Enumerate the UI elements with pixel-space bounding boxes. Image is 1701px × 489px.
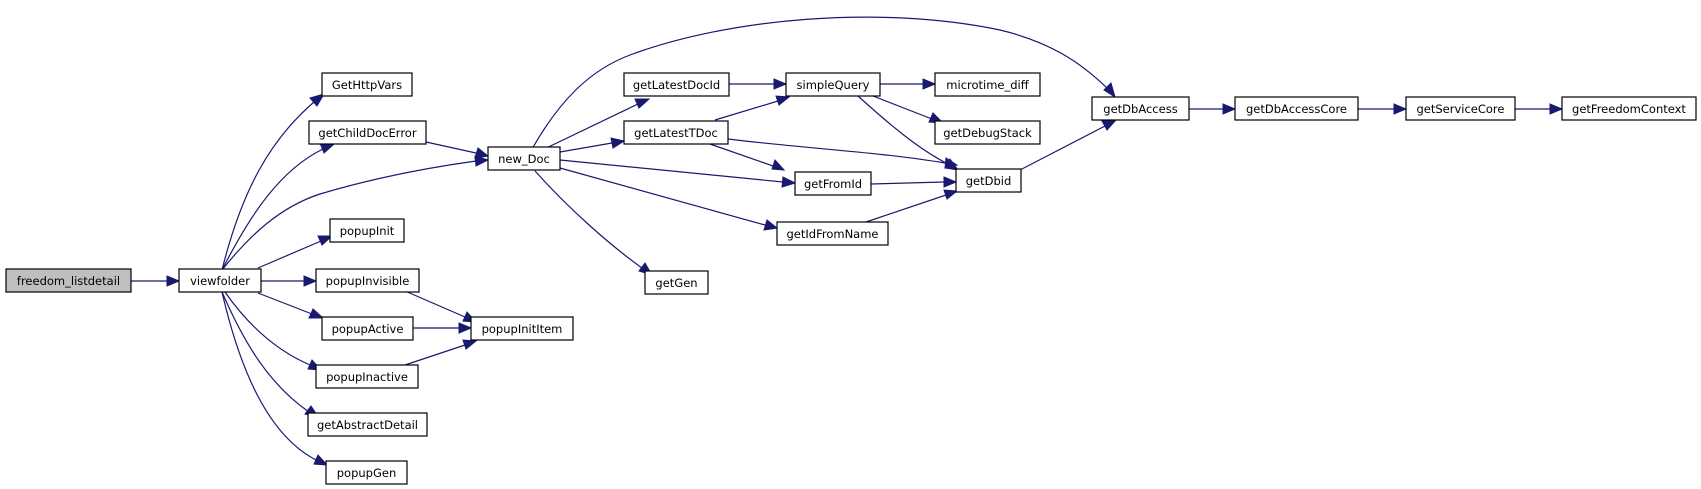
node-label: getDebugStack <box>943 126 1032 140</box>
node-viewfolder[interactable]: viewfolder <box>178 268 262 293</box>
node-label: getDbAccess <box>1103 102 1177 116</box>
edge-popupInvisible-popupInitItem <box>404 290 478 323</box>
edge-new_Doc-getFromId <box>559 159 797 188</box>
node-getLatestTDoc[interactable]: getLatestTDoc <box>623 120 729 145</box>
node-popupInactive[interactable]: popupInactive <box>315 364 419 389</box>
node-new_Doc[interactable]: new_Doc <box>487 146 561 171</box>
node-getServiceCore[interactable]: getServiceCore <box>1405 96 1516 121</box>
edge-getLatestTDoc-getDbid <box>727 138 959 169</box>
node-getFromId[interactable]: getFromId <box>794 171 872 196</box>
node-label: popupInitItem <box>482 322 563 336</box>
edge-viewfolder-popupGen <box>221 291 329 466</box>
node-label: getServiceCore <box>1416 102 1504 116</box>
node-getIdFromName[interactable]: getIdFromName <box>776 221 889 246</box>
node-label: new_Doc <box>498 152 550 166</box>
node-label: microtime_diff <box>946 78 1029 92</box>
node-label: getIdFromName <box>787 227 879 241</box>
node-label: GetHttpVars <box>332 78 402 92</box>
node-getDbid[interactable]: getDbid <box>955 168 1022 193</box>
node-label: popupInvisible <box>326 274 410 288</box>
edge-getServiceCore-getFreedomContext <box>1515 103 1564 115</box>
node-GetHttpVars[interactable]: GetHttpVars <box>321 72 413 97</box>
node-label: getFreedomContext <box>1572 102 1686 116</box>
edge-getFromId-getDbid <box>870 176 958 188</box>
edge-getIdFromName-getDbid <box>865 189 959 223</box>
node-getAbstractDetail[interactable]: getAbstractDetail <box>307 412 428 437</box>
node-getFreedomContext[interactable]: getFreedomContext <box>1561 96 1697 121</box>
node-label: getFromId <box>804 177 862 191</box>
node-label: getChildDocError <box>318 126 416 140</box>
node-label: getDbid <box>966 174 1012 188</box>
node-getDbAccessCore[interactable]: getDbAccessCore <box>1234 96 1359 121</box>
edge-getDbAccess-getDbAccessCore <box>1189 103 1237 115</box>
node-popupInitItem[interactable]: popupInitItem <box>470 316 574 341</box>
edge-getLatestTDoc-simpleQuery <box>714 95 791 121</box>
node-microtime_diff[interactable]: microtime_diff <box>934 72 1041 97</box>
edge-viewfolder-new_Doc <box>221 155 490 271</box>
node-label: getLatestDocId <box>633 78 720 92</box>
node-getChildDocError[interactable]: getChildDocError <box>308 120 427 145</box>
node-label: freedom_listdetail <box>17 274 120 288</box>
edge-popupInactive-popupInitItem <box>404 339 478 366</box>
node-label: getGen <box>655 276 697 290</box>
node-label: popupInit <box>340 224 395 238</box>
edge-simpleQuery-getDbid <box>857 95 960 171</box>
node-getLatestDocId[interactable]: getLatestDocId <box>623 72 730 97</box>
node-label: popupInactive <box>326 370 408 384</box>
node-label: getDbAccessCore <box>1246 102 1347 116</box>
edge-new_Doc-getLatestTDoc <box>559 137 626 153</box>
edge-viewfolder-popupActive <box>257 292 325 319</box>
edge-new_Doc-getGen <box>534 170 654 276</box>
edge-viewfolder-popupInvisible <box>261 275 318 287</box>
edge-getChildDocError-new_Doc <box>425 141 490 159</box>
edge-new_Doc-getIdFromName <box>559 167 779 231</box>
edge-getLatestTDoc-getFromId <box>709 143 786 171</box>
edge-getLatestDocId-simpleQuery <box>729 78 788 90</box>
node-label: popupActive <box>332 322 404 336</box>
node-getGen[interactable]: getGen <box>644 270 709 295</box>
edge-viewfolder-popupInit <box>257 235 334 269</box>
node-label: viewfolder <box>190 274 250 288</box>
node-label: getAbstractDetail <box>317 418 418 432</box>
node-freedom_listdetail[interactable]: freedom_listdetail <box>5 268 132 293</box>
edge-new_Doc-getDbAccess <box>531 16 1116 150</box>
edge-new_Doc-getLatestDocId <box>537 98 651 153</box>
node-label: simpleQuery <box>797 78 870 92</box>
node-simpleQuery[interactable]: simpleQuery <box>785 72 881 97</box>
node-getDebugStack[interactable]: getDebugStack <box>934 120 1041 145</box>
node-popupInit[interactable]: popupInit <box>329 218 405 243</box>
edge-simpleQuery-microtime_diff <box>880 78 937 90</box>
edge-viewfolder-GetHttpVars <box>221 93 326 271</box>
node-popupInvisible[interactable]: popupInvisible <box>315 268 420 293</box>
node-label: popupGen <box>337 466 397 480</box>
edge-viewfolder-popupInactive <box>224 291 323 371</box>
node-popupGen[interactable]: popupGen <box>325 460 408 485</box>
node-popupActive[interactable]: popupActive <box>321 316 414 341</box>
edge-popupActive-popupInitItem <box>413 322 473 334</box>
edge-freedom_listdetail-viewfolder <box>131 275 181 287</box>
node-getDbAccess[interactable]: getDbAccess <box>1091 96 1190 121</box>
node-label: getLatestTDoc <box>634 126 718 140</box>
edge-getDbAccessCore-getServiceCore <box>1358 103 1408 115</box>
